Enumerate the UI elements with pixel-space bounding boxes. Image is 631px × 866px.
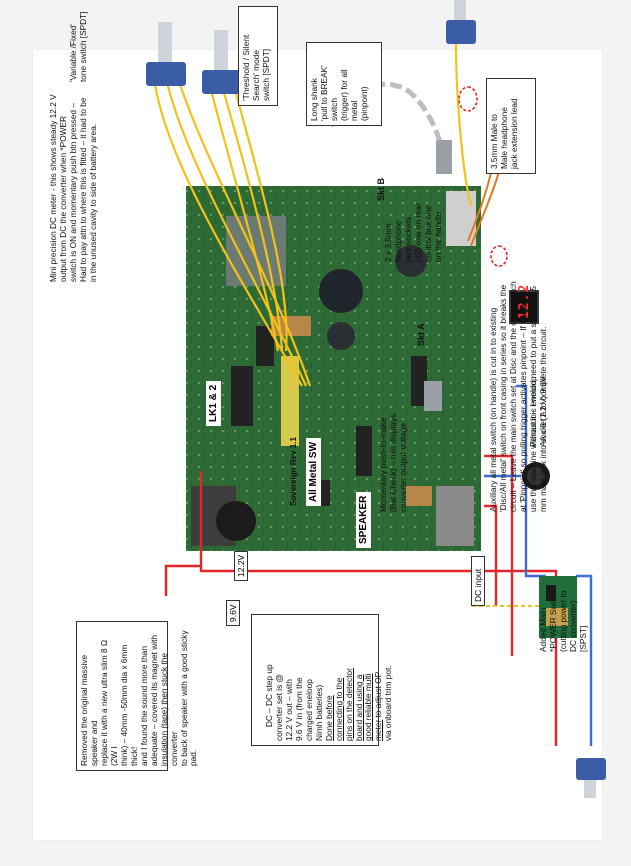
red-wires: [164, 454, 558, 746]
all-metal-switch-label: All Metal SW: [306, 437, 321, 506]
extension-lead-label: 3.5mm Male to Male headphone jack extens…: [486, 78, 536, 174]
voltage-tag-9v: 9.6V: [226, 600, 240, 626]
yellow-wires: [152, 36, 473, 387]
wiring-diagram: 3.5mm Male to Male headphone jack extens…: [16, 0, 631, 806]
splice-markers: [458, 86, 508, 267]
dc-input-label: DC input: [471, 556, 485, 606]
dc-dc-converter: [539, 576, 577, 638]
lk-jumper-label: LK1 & 2: [206, 380, 221, 426]
long-shank-switch-label: Long shank 'pull to BREAK' switch (trigg…: [306, 42, 382, 126]
voltage-tag-12v: 12.2V: [234, 550, 248, 581]
threshold-switch-label: 'Threshold / Silent Search' mode switch …: [238, 6, 278, 106]
speaker-label: SPEAKER: [356, 491, 371, 548]
socket-a-label: Skt A: [416, 323, 426, 346]
diagram-artwork: [146, 0, 606, 798]
main-power-switch-label: Added Main *POWER Switch (cutting power …: [538, 590, 588, 652]
detector-circuit-board: [186, 186, 481, 551]
sockets-label: 2 x 3.5mm headphone jack sockets (x2) on…: [383, 202, 443, 262]
board-revision-label: Sovereign Rev 1.1: [289, 437, 298, 506]
dc-converter-note: DC – DC step up converter set is @ 12.2 …: [251, 614, 393, 746]
battery-label: Panasonic eneloop AA x 8 (1.2 V) 9.6V: [528, 376, 548, 447]
push-button: [522, 462, 550, 490]
toggle-switches: [146, 0, 606, 798]
dc-meter-description: Mini precision DC meter - this shows ste…: [48, 94, 98, 282]
dc-converter-intro: DC – DC step up converter set is @ 12.2 …: [263, 664, 324, 741]
speaker-note: Removed the original massive speaker and…: [76, 621, 198, 771]
momentary-button-label: Momentary push-to-make (Bat Check) – thi…: [378, 413, 408, 512]
headphone-sockets: [424, 140, 452, 411]
